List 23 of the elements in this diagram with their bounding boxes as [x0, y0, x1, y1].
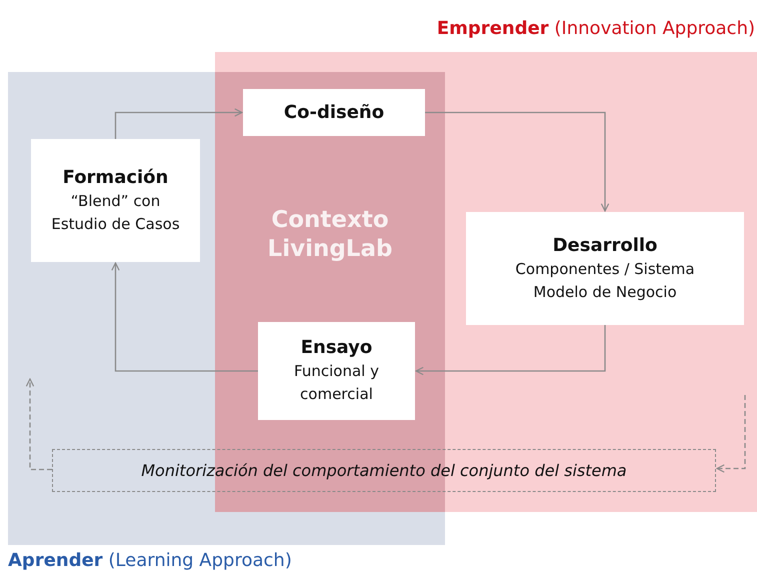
region-title: Aprender (Learning Approach) — [8, 550, 292, 571]
stage-description: Componentes / Sistema — [515, 258, 695, 280]
stage-description: “Blend” con Estudio de Casos — [50, 190, 181, 234]
region-title: Emprender (Innovation Approach) — [436, 18, 755, 39]
arrow — [425, 112, 610, 212]
monitoring-box — [52, 449, 716, 492]
stage-description: Funcional y comercial — [293, 361, 380, 405]
arrow — [111, 262, 258, 372]
stage-description: Modelo de Negocio — [533, 282, 677, 302]
arrow — [26, 378, 52, 470]
stage-box — [258, 322, 415, 420]
stage-title: Co-diseño — [284, 100, 384, 124]
stage-title: Formación — [62, 166, 168, 190]
stage-box — [466, 212, 744, 325]
arrow — [114, 108, 243, 139]
arrow — [415, 325, 606, 376]
region-title: Contexto LivingLab — [266, 206, 394, 264]
monitoring-text: Monitorización del comportamiento del conjunto del sistema — [141, 460, 627, 482]
stage-title: Desarrollo — [552, 234, 658, 258]
arrow — [716, 395, 746, 473]
stage-box — [31, 139, 200, 262]
stage-title: Ensayo — [300, 336, 372, 360]
stage-box — [243, 89, 425, 136]
